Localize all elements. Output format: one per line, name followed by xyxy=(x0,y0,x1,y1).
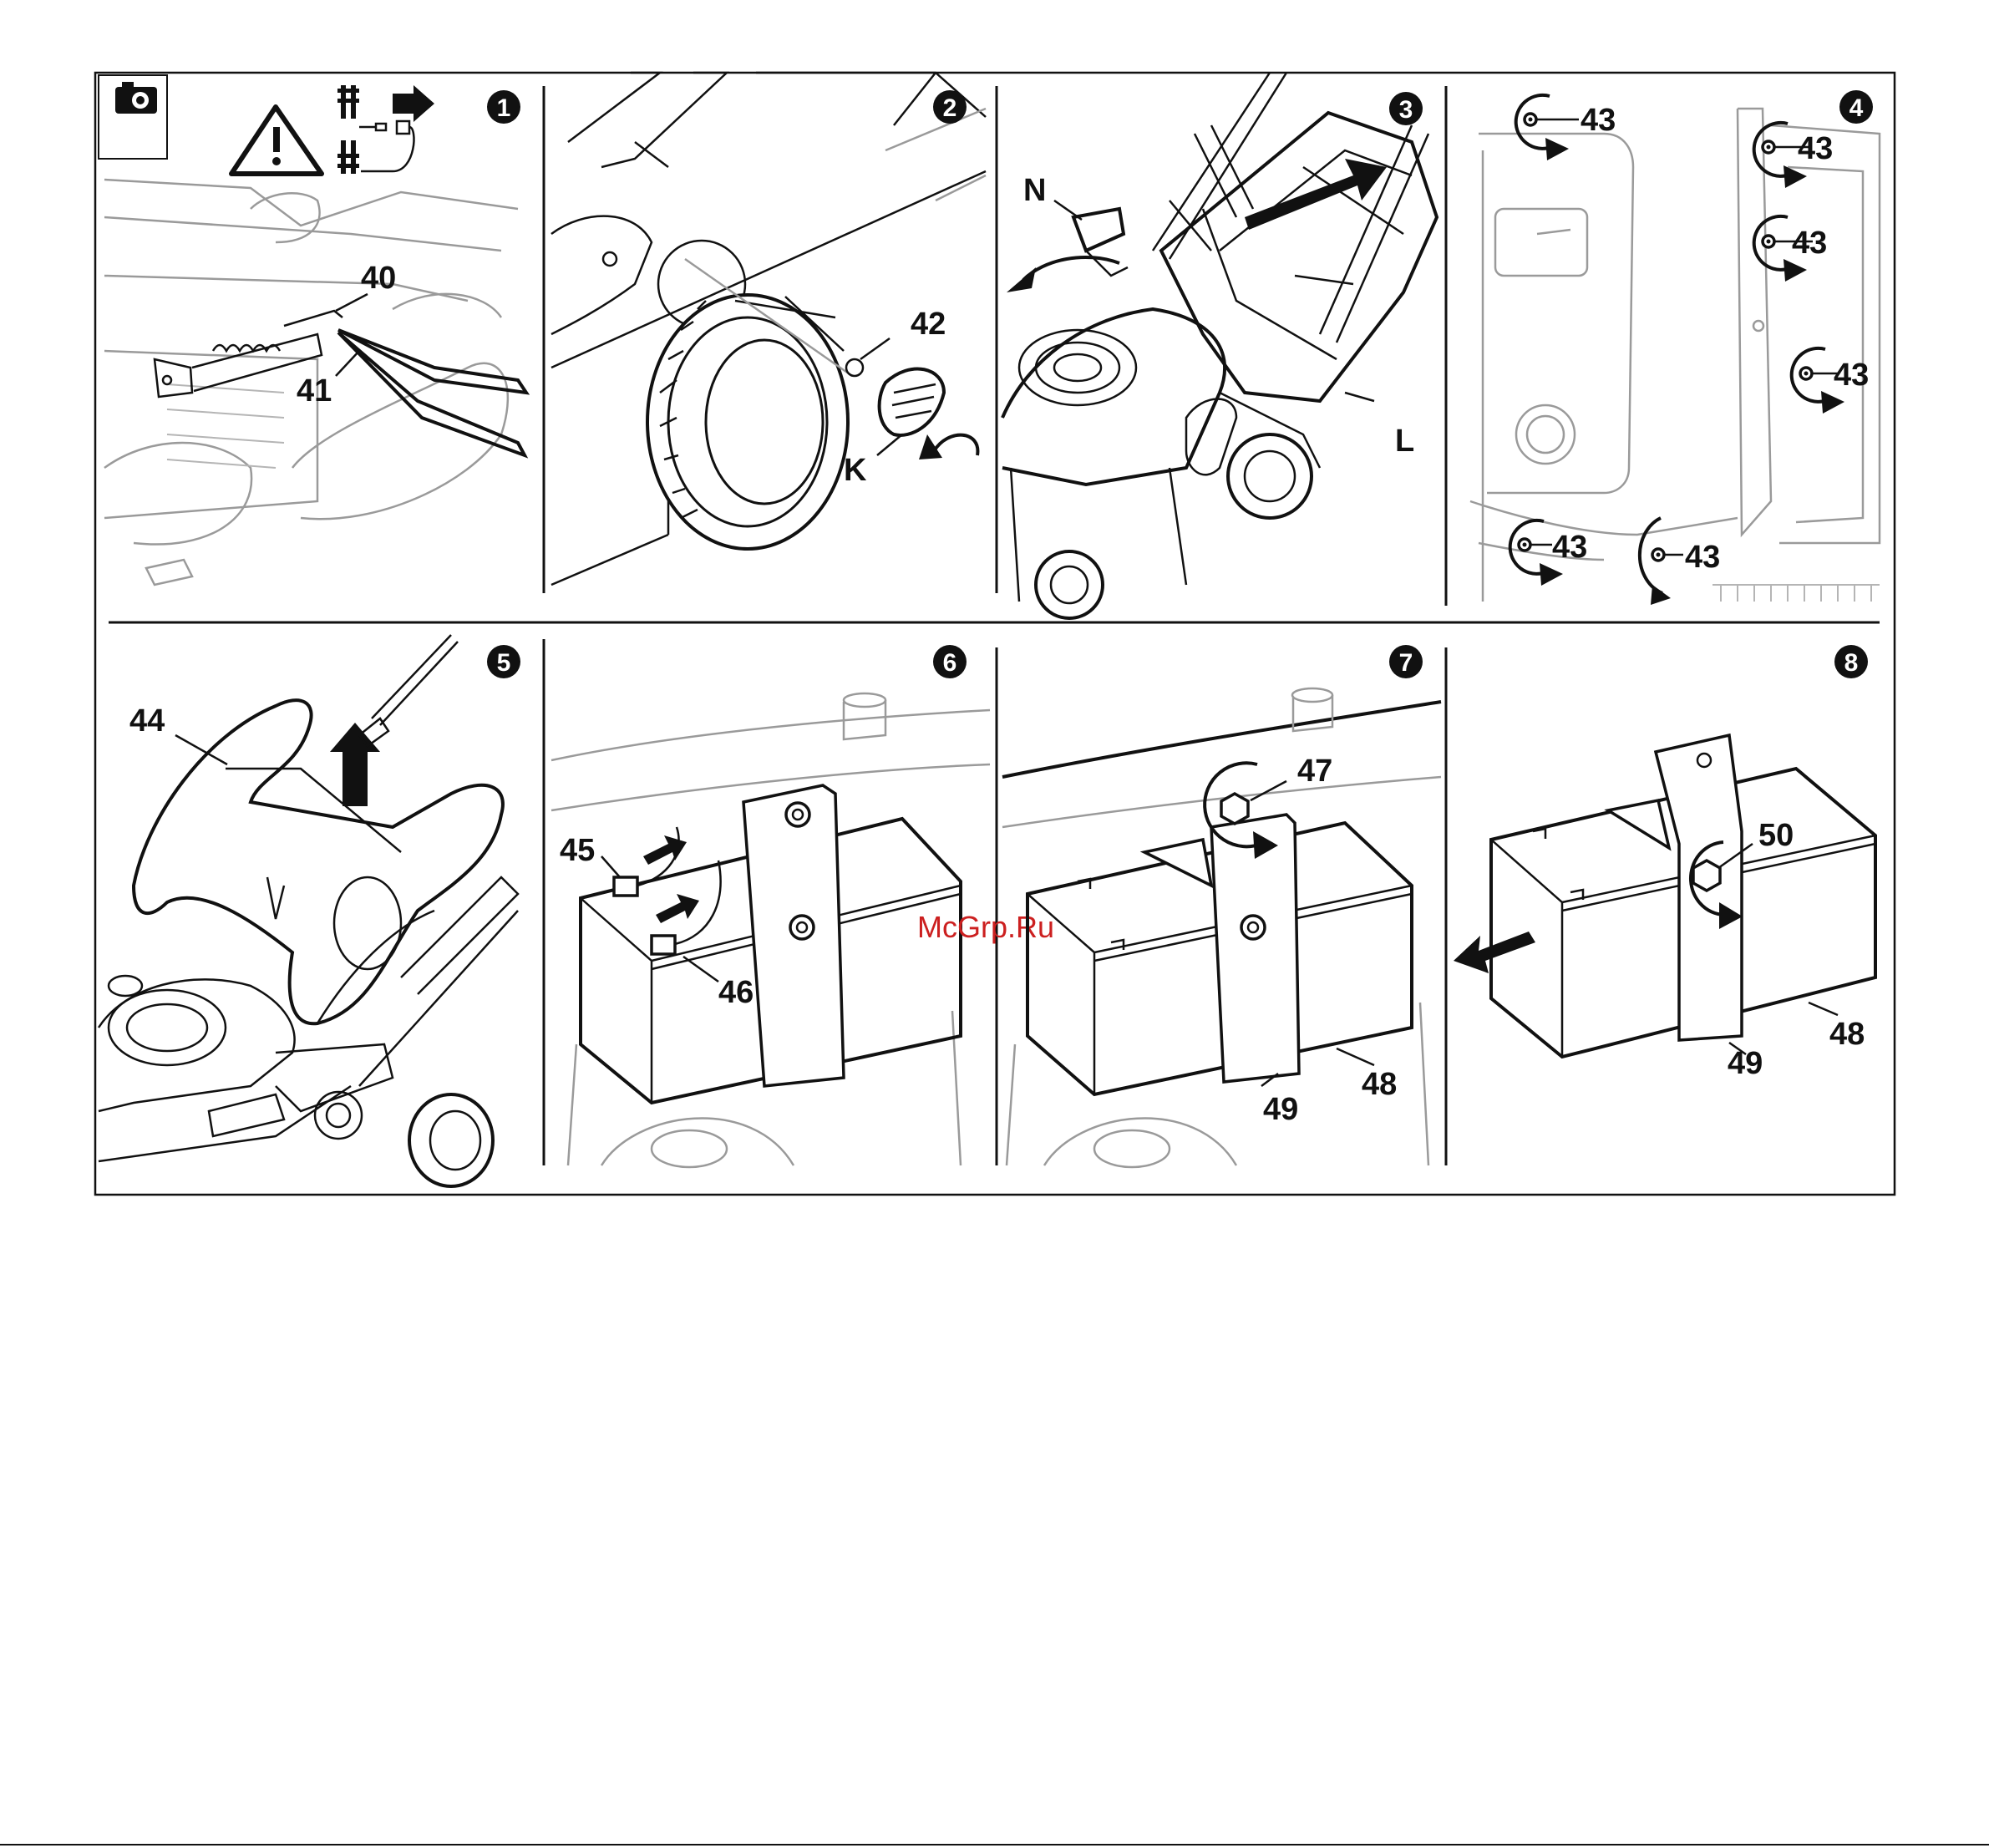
callout-label: 42 xyxy=(911,307,946,342)
callout-label: 48 xyxy=(1362,1067,1397,1102)
step-number-badge: 6 xyxy=(933,645,967,678)
callout-label: L xyxy=(1395,424,1414,459)
step-number: 7 xyxy=(1399,649,1413,677)
step-number: 4 xyxy=(1849,94,1864,122)
step-number: 2 xyxy=(943,94,957,122)
callout-label: 48 xyxy=(1829,1017,1865,1052)
step-number: 1 xyxy=(497,94,511,122)
callout-label: 43 xyxy=(1685,540,1720,575)
callout-label: 44 xyxy=(129,703,165,739)
watermark-text: McGrp.Ru xyxy=(917,910,1054,944)
callout-label: 43 xyxy=(1834,358,1869,393)
step-number-badge: 5 xyxy=(487,645,520,678)
callout-label: 43 xyxy=(1552,530,1587,565)
callout-label: K xyxy=(844,453,867,488)
step-number: 8 xyxy=(1844,649,1859,677)
illustration-frame xyxy=(95,73,1895,1195)
callout-label: 50 xyxy=(1758,818,1794,853)
step-number: 6 xyxy=(943,649,957,677)
callout-label: 47 xyxy=(1297,754,1332,789)
callout-label: N xyxy=(1023,173,1046,208)
callout-label: 46 xyxy=(718,975,753,1010)
callout-label: 43 xyxy=(1581,103,1616,138)
step-number-badge: 2 xyxy=(933,90,967,124)
callout-label: 43 xyxy=(1798,131,1833,166)
callout-label: 41 xyxy=(297,373,332,409)
callout-label: 40 xyxy=(361,261,396,296)
step-number-badge: 1 xyxy=(487,90,520,124)
step-number: 3 xyxy=(1399,96,1413,124)
callout-label: 49 xyxy=(1728,1046,1763,1081)
callout-label: 45 xyxy=(560,833,595,868)
step-number-badge: 8 xyxy=(1834,645,1868,678)
step-number: 5 xyxy=(497,649,511,677)
step-number-badge: 7 xyxy=(1389,645,1423,678)
callout-label: 49 xyxy=(1263,1092,1298,1127)
callout-label: 43 xyxy=(1792,226,1827,261)
step-number-badge: 3 xyxy=(1389,92,1423,125)
step-number-badge: 4 xyxy=(1839,90,1873,124)
